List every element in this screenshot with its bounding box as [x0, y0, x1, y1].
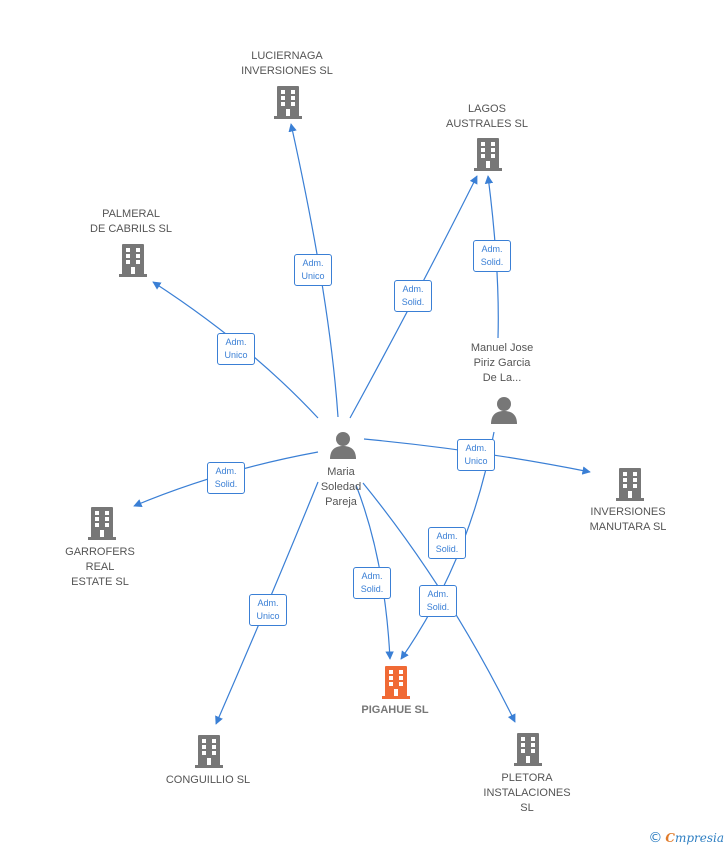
node-label-line: Manuel Jose — [470, 342, 534, 354]
edge-label-line: Solid. — [214, 479, 238, 489]
edge-label-line: Solid. — [360, 584, 384, 594]
edge-label-line: Unico — [224, 350, 248, 360]
node-label-garrofers[interactable]: GARROFERS REAL ESTATE SL — [35, 545, 165, 590]
edge-label-maria-to-luciernaga[interactable]: Adm. Unico — [294, 254, 332, 286]
node-label-line: INSTALACIONES — [483, 787, 571, 799]
building-icon-pigahue[interactable] — [382, 666, 410, 699]
edge-maria-to-pigahue — [355, 484, 394, 660]
node-label-line: DE CABRILS SL — [90, 223, 172, 235]
edge-label-line: Adm. — [225, 337, 247, 347]
node-label-lagos[interactable]: LAGOS AUSTRALES SL — [422, 102, 552, 132]
person-icon-maria[interactable] — [330, 432, 356, 459]
node-label-line: SL — [520, 802, 534, 814]
edge-label-maria-to-inversiones_manutara[interactable]: Adm. Unico — [457, 439, 495, 471]
edge-label-line: Adm. — [257, 598, 279, 608]
building-icon-luciernaga[interactable] — [274, 86, 302, 119]
node-label-line: ESTATE SL — [71, 576, 129, 588]
node-label-line: PLETORA — [501, 772, 553, 784]
node-label-line: GARROFERS — [65, 546, 135, 558]
node-label-pletora[interactable]: PLETORA INSTALACIONES SL — [462, 771, 592, 816]
edge-label-maria-to-palmeral[interactable]: Adm. Unico — [217, 333, 255, 365]
edge-label-line: Solid. — [426, 602, 450, 612]
edge-label-line: Adm. — [402, 284, 424, 294]
copyright-symbol: © — [648, 830, 663, 846]
edge-label-line: Solid. — [480, 257, 504, 267]
node-label-line: INVERSIONES SL — [241, 65, 333, 77]
edge-label-manuel-to-pigahue[interactable]: Adm. Solid. — [428, 527, 466, 559]
edge-label-maria-to-lagos[interactable]: Adm. Solid. — [394, 280, 432, 312]
node-label-line: LUCIERNAGA — [251, 50, 323, 62]
node-label-pigahue[interactable]: PIGAHUE SL — [330, 703, 460, 718]
node-label-line: Pareja — [325, 496, 357, 508]
node-label-line: LAGOS — [468, 103, 506, 115]
edge-label-line: Adm. — [465, 443, 487, 453]
node-label-line: De La... — [482, 372, 522, 384]
node-label-inversiones_manutara[interactable]: INVERSIONES MANUTARA SL — [563, 505, 693, 535]
edge-label-line: Unico — [301, 271, 325, 281]
brand-initial: C — [665, 831, 675, 845]
edge-label-line: Solid. — [435, 544, 459, 554]
node-label-conguillio[interactable]: CONGUILLIO SL — [143, 773, 273, 788]
brand-logo: ©Cmpresia — [648, 830, 724, 846]
building-icon-lagos[interactable] — [474, 138, 502, 171]
node-label-line: CONGUILLIO SL — [165, 774, 251, 786]
edge-label-maria-to-pletora[interactable]: Adm. Solid. — [419, 585, 457, 617]
node-label-line: AUSTRALES SL — [446, 118, 528, 130]
edge-label-line: Adm. — [436, 531, 458, 541]
building-icon-inversiones_manutara[interactable] — [616, 468, 644, 501]
node-label-line: MANUTARA SL — [589, 521, 667, 533]
person-icon-manuel[interactable] — [491, 397, 517, 424]
node-label-line: Soledad — [320, 481, 362, 493]
edge-label-line: Solid. — [401, 297, 425, 307]
edge-label-line: Adm. — [481, 244, 503, 254]
edge-label-line: Adm. — [215, 466, 237, 476]
node-label-line: INVERSIONES — [590, 506, 666, 518]
edge-label-maria-to-garrofers[interactable]: Adm. Solid. — [207, 462, 245, 494]
node-label-line: PIGAHUE SL — [361, 704, 429, 716]
node-label-line: Maria — [327, 466, 355, 478]
node-label-line: PALMERAL — [102, 208, 160, 220]
edge-label-line: Adm. — [427, 589, 449, 599]
building-icon-garrofers[interactable] — [88, 507, 116, 540]
edge-label-line: Adm. — [302, 258, 324, 268]
node-label-luciernaga[interactable]: LUCIERNAGA INVERSIONES SL — [222, 49, 352, 79]
building-icon-pletora[interactable] — [514, 733, 542, 766]
node-label-line: Piriz Garcia — [473, 357, 531, 369]
building-icon-conguillio[interactable] — [195, 735, 223, 768]
edge-label-manuel-to-lagos[interactable]: Adm. Solid. — [473, 240, 511, 272]
edge-label-maria-to-pigahue[interactable]: Adm. Solid. — [353, 567, 391, 599]
edge-label-line: Adm. — [361, 571, 383, 581]
node-label-line: REAL — [85, 561, 115, 573]
edge-label-maria-to-conguillio[interactable]: Adm. Unico — [249, 594, 287, 626]
edge-label-line: Unico — [464, 456, 488, 466]
edge-label-line: Unico — [256, 611, 280, 621]
building-icon-palmeral[interactable] — [119, 244, 147, 277]
brand-name: mpresia — [674, 831, 724, 845]
node-label-palmeral[interactable]: PALMERAL DE CABRILS SL — [66, 207, 196, 237]
